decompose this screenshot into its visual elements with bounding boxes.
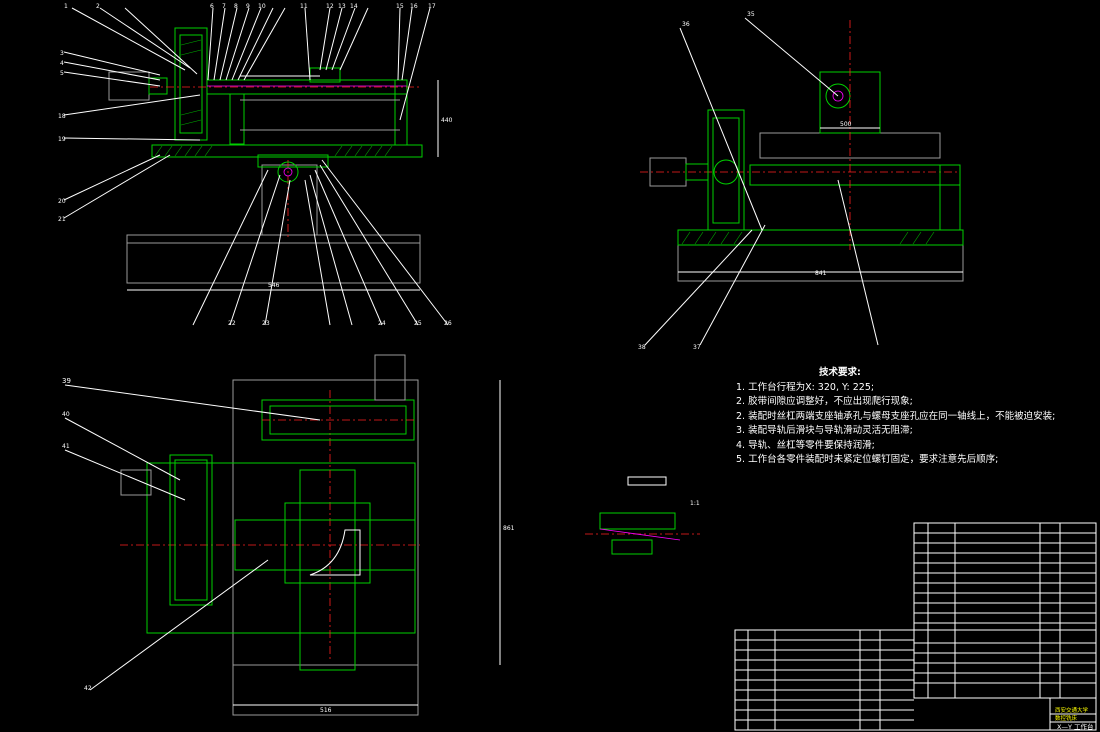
balloon-20: 20	[58, 198, 66, 205]
detail-scale: 1:1	[690, 500, 700, 507]
balloon-6: 6	[210, 3, 214, 10]
assembly-name: X—Y 工作台	[1057, 722, 1094, 731]
balloon-15: 15	[396, 3, 404, 10]
balloon-21: 21	[58, 216, 66, 223]
balloon-10: 10	[258, 3, 266, 10]
dim-side-table: 500	[840, 121, 852, 128]
note-line: 5. 工作台各零件装配时未紧定位螺钉固定，要求注意先后顺序;	[736, 454, 999, 465]
note-line: 2. 装配时丝杠两端支座轴承孔与螺母支座孔应在同一轴线上，不能被迫安装;	[736, 410, 1056, 422]
balloon-22: 22	[228, 320, 236, 327]
parts-list: 西安交通大学 数控铣床 X—Y 工作台	[734, 522, 1097, 731]
dim-top-width: 516	[320, 707, 332, 714]
school-name: 西安交通大学	[1055, 706, 1089, 714]
balloon-12: 12	[326, 3, 334, 10]
balloon-19: 19	[58, 136, 66, 143]
notes-title: 技术要求:	[819, 367, 861, 378]
dim-height: 440	[441, 117, 453, 124]
dim-side-width: 841	[815, 270, 827, 277]
technical-requirements: 技术要求: 1. 工作台行程为X: 320, Y: 225; 2. 胶带间隙应调…	[736, 366, 1096, 468]
balloon-35: 35	[747, 11, 755, 18]
balloon-4: 4	[60, 60, 64, 67]
balloon-14: 14	[350, 3, 358, 10]
balloon-11: 11	[300, 3, 308, 10]
balloon-8: 8	[234, 3, 238, 10]
balloon-38: 38	[638, 344, 646, 351]
side-view: 841 500 36 35 38 37	[638, 11, 964, 351]
balloon-16: 16	[410, 3, 418, 10]
note-line: 1. 工作台行程为X: 320, Y: 225;	[736, 381, 875, 393]
balloon-25: 25	[414, 320, 422, 327]
balloon-1: 1	[64, 3, 68, 10]
balloon-3: 3	[60, 50, 64, 57]
balloon-13: 13	[338, 3, 346, 10]
dim-base-width: 546	[268, 282, 280, 289]
balloon-37: 37	[693, 344, 701, 351]
balloon-41: 41	[62, 443, 70, 450]
balloon-39: 39	[62, 377, 71, 385]
balloon-40: 40	[62, 411, 70, 418]
balloon-36: 36	[682, 21, 690, 28]
front-view: 546 440 1 2	[58, 3, 453, 327]
balloon-23: 23	[262, 320, 270, 327]
dim-top-height: 861	[503, 525, 515, 532]
balloon-17: 17	[428, 3, 436, 10]
note-line: 4. 导轨、丝杠等零件要保持润滑;	[736, 439, 875, 451]
balloon-26: 26	[444, 320, 452, 327]
balloon-18: 18	[58, 113, 66, 120]
drawing-name: 数控铣床	[1055, 714, 1078, 722]
note-line: 2. 胶带间隙应调整好，不应出现爬行现象;	[736, 396, 913, 407]
balloon-9: 9	[246, 3, 250, 10]
balloon-7: 7	[222, 3, 226, 10]
detail-view: 1:1	[585, 476, 700, 555]
balloon-24: 24	[378, 320, 386, 327]
note-line: 3. 装配导轨后滑块与导轨滑动灵活无阻滞;	[736, 425, 913, 436]
balloon-42: 42	[84, 685, 92, 692]
top-view: 516 861 39 40 41 42	[62, 354, 515, 716]
balloon-2: 2	[96, 3, 100, 10]
balloon-5: 5	[60, 70, 64, 77]
